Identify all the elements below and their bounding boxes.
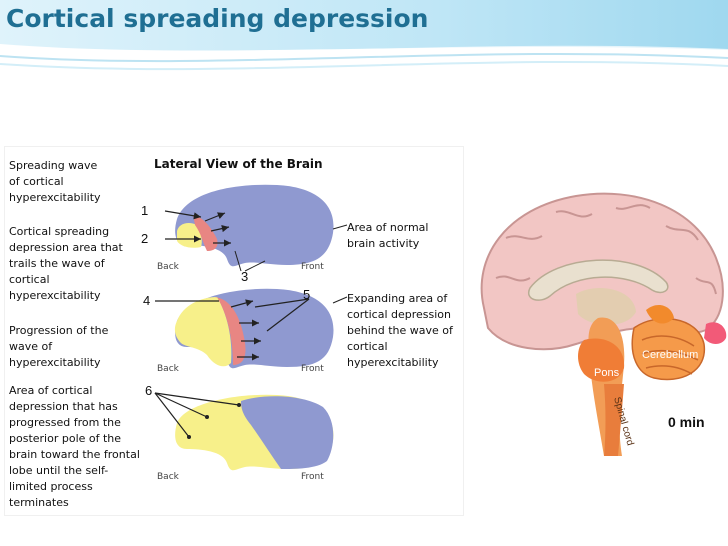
front-label-2: Front [301,361,324,377]
number-label-3: 3 [241,269,248,284]
label-progression: Progression of the wave of hyperexcitabi… [9,323,108,371]
back-label-3: Back [157,469,179,485]
time-label: 0 min [668,414,705,430]
back-label-2: Back [157,361,179,377]
label-expanding-area: Expanding area of cortical depression be… [347,291,453,371]
wave-highlight [704,322,726,344]
number-label-6: 6 [145,383,152,398]
pons-label: Pons [594,367,620,379]
slide-title: Cortical spreading depression [6,4,428,33]
diagram-panel: Lateral View of the Brain [4,146,464,516]
number-label-2: 2 [141,231,148,246]
front-label-1: Front [301,259,324,275]
cerebellum-label: Cerebellum [642,349,698,361]
label-normal-activity: Area of normal brain activity [347,220,428,252]
brain-stage-2 [155,289,347,369]
brain-stage-3 [155,393,334,470]
number-label-5: 5 [303,287,310,302]
back-label-1: Back [157,259,179,275]
number-label-1: 1 [141,203,148,218]
label-cortical-spreading: Cortical spreading depression area that … [9,224,123,304]
front-label-3: Front [301,469,324,485]
label-area-of-depression: Area of cortical depression that has pro… [9,383,140,511]
number-label-4: 4 [143,293,150,308]
label-spreading-wave: Spreading wave of cortical hyperexcitabi… [9,158,101,206]
